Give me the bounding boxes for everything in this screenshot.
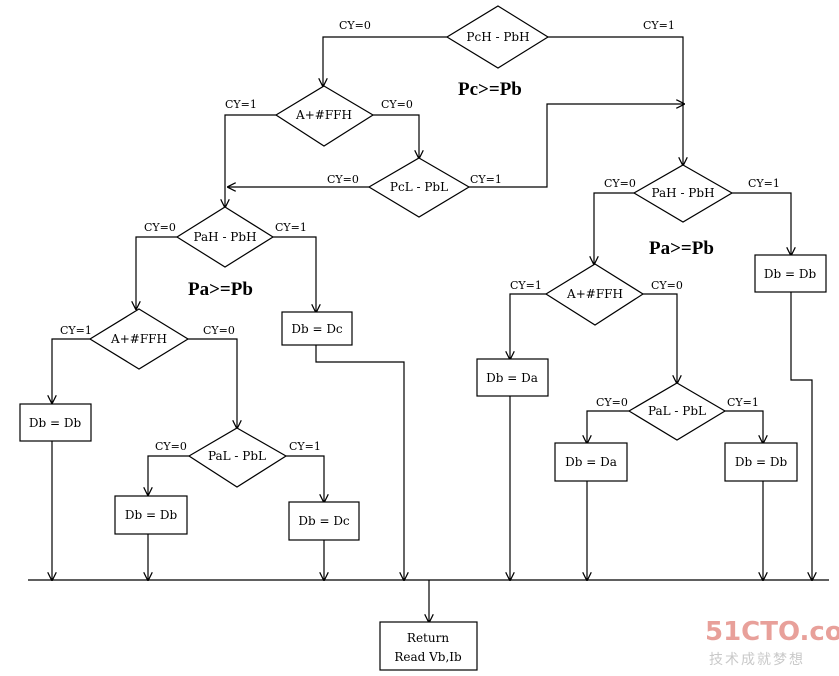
process-label: Db = Da <box>565 455 617 469</box>
label-d8-cy1: CY=1 <box>510 279 542 292</box>
process-label: Db = Da <box>486 371 538 385</box>
decision-label: PaL - PbL <box>208 449 266 463</box>
decision-label: A+#FFH <box>110 332 167 346</box>
process-label: Db = Db <box>764 267 817 281</box>
terminal-line-2: Read Vb,Ib <box>394 650 462 664</box>
label-d5-cy1: CY=1 <box>60 324 92 337</box>
decision-label: A+#FFH <box>566 287 623 301</box>
decision-a-plus-ffh-3: A+#FFH <box>544 263 645 326</box>
process-db-dc-2: Db = Dc <box>288 501 360 541</box>
edge-d5-cy0 <box>188 338 237 428</box>
process-db-da-2: Db = Da <box>554 442 628 482</box>
edge-d8-cy0 <box>643 293 677 383</box>
decision-a-plus-ffh-1: A+#FFH <box>274 85 375 147</box>
edge-d4-cy0 <box>136 236 177 309</box>
watermark-logo: 51CTO.com 技术成就梦想 <box>705 617 839 668</box>
decision-a-plus-ffh-2: A+#FFH <box>88 308 190 370</box>
edge-d7-cy0 <box>594 192 634 264</box>
edge-d2-cy0 <box>373 114 419 158</box>
label-d3-cy0: CY=0 <box>327 173 359 186</box>
process-label: Db = Db <box>125 508 178 522</box>
label-d9-cy1: CY=1 <box>727 396 759 409</box>
edge-d1-cy1 <box>548 36 683 165</box>
process-db-dc-1: Db = Dc <box>281 311 353 346</box>
drop-p5 <box>790 292 812 580</box>
decision-label: A+#FFH <box>295 108 352 122</box>
edge-d1-cy0 <box>323 36 447 86</box>
process-label: Db = Dc <box>298 514 350 528</box>
decision-label: PaL - PbL <box>648 404 706 418</box>
label-d1-cy0: CY=0 <box>339 19 371 32</box>
label-d6-cy0: CY=0 <box>155 440 187 453</box>
process-db-da-1: Db = Da <box>476 358 549 397</box>
connectors <box>28 36 829 622</box>
process-db-db-4: Db = Db <box>724 442 798 482</box>
drop-p1 <box>315 345 404 580</box>
terminal-line-1: Return <box>407 631 449 645</box>
condition-pa-ge-pb-left: Pa>=Pb <box>188 279 253 300</box>
condition-pc-ge-pb: Pc>=Pb <box>458 79 522 100</box>
process-db-db-2: Db = Db <box>114 495 188 535</box>
process-db-db-1: Db = Db <box>19 403 92 442</box>
condition-pa-ge-pb-right: Pa>=Pb <box>649 238 714 259</box>
decision-pah-pbh-left: PaH - PbH <box>175 206 275 268</box>
process-label: Db = Db <box>735 455 788 469</box>
edge-labels: CY=0 CY=1 CY=1 CY=0 CY=0 CY=1 CY=0 CY=1 … <box>60 19 780 453</box>
edge-d8-cy1 <box>510 293 546 359</box>
label-d4-cy1: CY=1 <box>275 221 307 234</box>
watermark-sub: 技术成就梦想 <box>709 652 805 668</box>
decision-label: PaH - PbH <box>651 186 714 200</box>
label-d6-cy1: CY=1 <box>289 440 321 453</box>
edge-d9-cy1 <box>725 410 763 443</box>
decision-pah-pbh-right: PaH - PbH <box>632 164 734 223</box>
decision-pcl-pbl: PcL - PbL <box>367 157 471 218</box>
edge-d5-cy1 <box>52 338 90 403</box>
label-d7-cy0: CY=0 <box>604 177 636 190</box>
decision-label: PaH - PbH <box>193 230 256 244</box>
edge-d3-cy1 <box>469 104 684 188</box>
edge-d9-cy0 <box>587 410 629 443</box>
decision-pch-pbh: PcH - PbH <box>445 5 550 69</box>
edge-d7-cy1 <box>732 192 791 255</box>
process-label: Db = Db <box>29 416 82 430</box>
process-db-db-3: Db = Db <box>754 254 827 293</box>
label-d1-cy1: CY=1 <box>643 19 675 32</box>
decision-pal-pbl-right: PaL - PbL <box>627 382 727 441</box>
edge-d4-cy1 <box>273 236 316 312</box>
label-d8-cy0: CY=0 <box>651 279 683 292</box>
label-d2-cy1: CY=1 <box>225 98 257 111</box>
label-d3-cy1: CY=1 <box>470 173 502 186</box>
decision-pal-pbl-left: PaL - PbL <box>187 427 288 488</box>
label-d2-cy0: CY=0 <box>381 98 413 111</box>
process-label: Db = Dc <box>291 322 343 336</box>
edge-d2-cy1 <box>225 114 276 207</box>
edge-d6-cy1 <box>286 455 324 502</box>
watermark-main: 51CTO.com <box>705 617 839 647</box>
label-d9-cy0: CY=0 <box>596 396 628 409</box>
decision-label: PcH - PbH <box>466 30 529 44</box>
terminal-return: Return Read Vb,Ib <box>379 621 478 671</box>
decision-label: PcL - PbL <box>390 180 448 194</box>
label-d4-cy0: CY=0 <box>144 221 176 234</box>
edge-d6-cy0 <box>148 455 189 495</box>
label-d5-cy0: CY=0 <box>203 324 235 337</box>
label-d7-cy1: CY=1 <box>748 177 780 190</box>
